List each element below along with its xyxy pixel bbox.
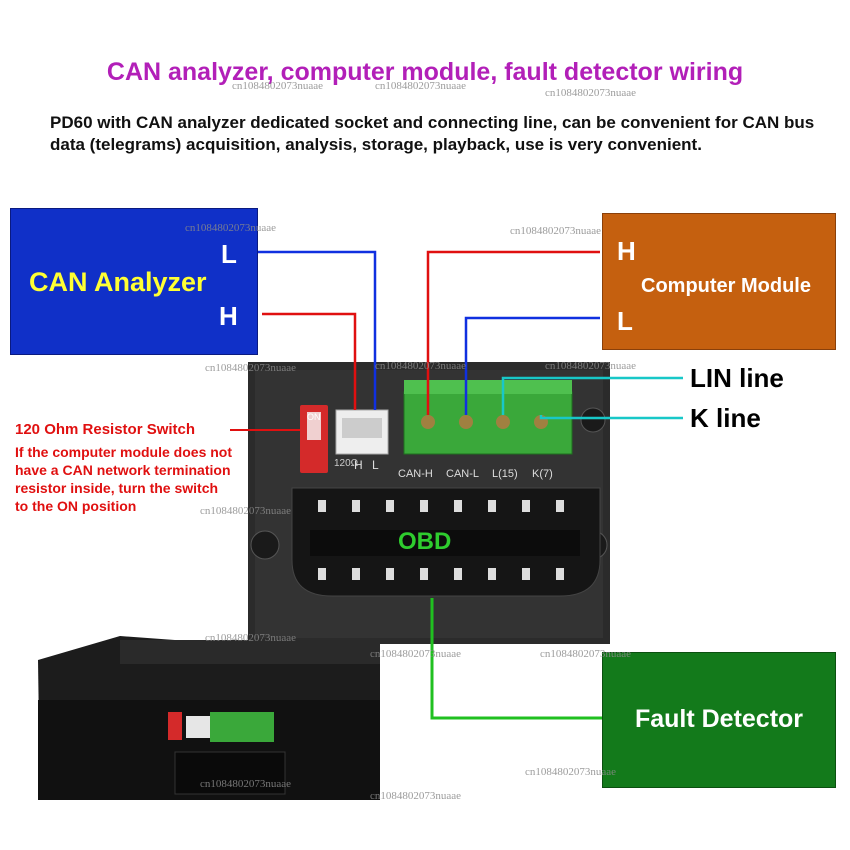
bottom-terminal bbox=[210, 712, 274, 742]
watermark: cn1084802073nuaae bbox=[370, 648, 462, 660]
wire-computer-h bbox=[426, 250, 600, 415]
wire-lin bbox=[501, 376, 683, 415]
wire-obd-fault bbox=[430, 598, 604, 720]
can-analyzer-pin-h: H bbox=[219, 301, 238, 331]
wire-computer-l bbox=[464, 316, 600, 415]
terminal-screw bbox=[496, 415, 510, 429]
resistor-switch-description: If the computer module does not have a C… bbox=[15, 444, 233, 514]
can-analyzer-box: CAN Analyzer L H bbox=[10, 208, 258, 355]
lin-line-label: LIN line bbox=[690, 363, 784, 393]
socket-l-label: L bbox=[372, 458, 379, 472]
wire-can-analyzer-h bbox=[262, 312, 357, 410]
watermark: cn1084802073nuaae bbox=[205, 362, 297, 374]
socket-slot bbox=[342, 418, 382, 438]
socket-h-label: H bbox=[354, 458, 363, 472]
obd-label: OBD bbox=[398, 528, 452, 555]
terminal-top bbox=[404, 380, 572, 394]
resistor-switch-title: 120 Ohm Resistor Switch bbox=[15, 421, 196, 438]
terminal-label-k7: K(7) bbox=[532, 468, 553, 480]
bottom-switch bbox=[168, 712, 182, 740]
watermark: cn1084802073nuaae bbox=[232, 80, 324, 92]
obd-slot bbox=[310, 530, 580, 556]
watermark: cn1084802073nuaae bbox=[200, 505, 292, 517]
screw-icon bbox=[580, 407, 606, 433]
fault-detector-box: Fault Detector bbox=[602, 652, 836, 788]
computer-module-pin-l: L bbox=[617, 306, 633, 336]
watermark: cn1084802073nuaae bbox=[185, 222, 277, 234]
description-text: PD60 with CAN analyzer dedicated socket … bbox=[50, 113, 815, 154]
terminal-label-l15: L(15) bbox=[492, 468, 518, 480]
watermark: cn1084802073nuaae bbox=[205, 632, 297, 644]
watermark: cn1084802073nuaae bbox=[370, 790, 462, 802]
k-line-label: K line bbox=[690, 403, 761, 433]
bottom-socket bbox=[186, 716, 210, 738]
bottom-obd bbox=[174, 751, 286, 795]
page-title: CAN analyzer, computer module, fault det… bbox=[106, 58, 744, 86]
watermark: cn1084802073nuaae bbox=[545, 360, 637, 372]
watermark: cn1084802073nuaae bbox=[510, 225, 602, 237]
watermark: cn1084802073nuaae bbox=[525, 766, 617, 778]
terminal-screw bbox=[459, 415, 473, 429]
terminal-label-can-l: CAN-L bbox=[446, 468, 480, 480]
can-analyzer-label: CAN Analyzer bbox=[29, 267, 207, 297]
terminal-label-can-h: CAN-H bbox=[398, 468, 433, 480]
watermark: cn1084802073nuaae bbox=[200, 778, 292, 790]
can-analyzer-pin-l: L bbox=[221, 239, 237, 269]
terminal-screw bbox=[421, 415, 435, 429]
device-bottom-top bbox=[120, 640, 380, 664]
computer-module-label: Computer Module bbox=[641, 275, 811, 297]
wire-k bbox=[539, 415, 683, 420]
computer-module-box: H Computer Module L bbox=[602, 213, 836, 350]
watermark: cn1084802073nuaae bbox=[545, 87, 637, 99]
watermark: cn1084802073nuaae bbox=[375, 360, 467, 372]
watermark: cn1084802073nuaae bbox=[375, 80, 467, 92]
screw-icon bbox=[250, 530, 280, 560]
computer-module-pin-h: H bbox=[617, 236, 636, 266]
wire-can-analyzer-l bbox=[258, 250, 377, 410]
fault-detector-label: Fault Detector bbox=[634, 705, 804, 733]
watermark: cn1084802073nuaae bbox=[540, 648, 632, 660]
obd-pins bbox=[318, 500, 564, 580]
switch-slider bbox=[307, 412, 321, 440]
ohm-label: 120Ω bbox=[334, 458, 359, 469]
switch-on-label: ON bbox=[307, 412, 321, 422]
